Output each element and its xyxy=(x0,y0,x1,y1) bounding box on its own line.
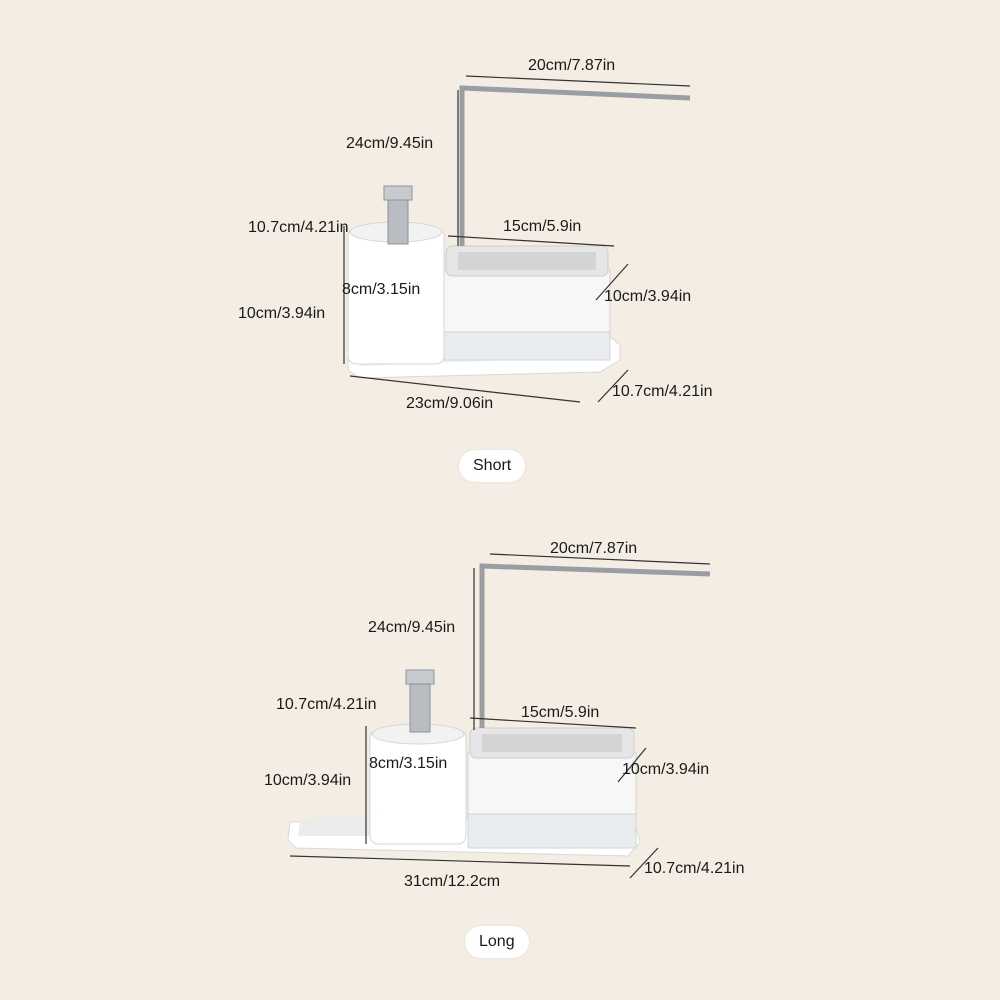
short-variant-badge: Short xyxy=(459,450,526,482)
long-rail-width-label: 20cm/7.87in xyxy=(550,540,638,557)
long-dispenser-body xyxy=(369,729,467,845)
long-sponge-box xyxy=(467,751,637,815)
short-dispenser-height-label: 10.7cm/4.21in xyxy=(248,219,349,236)
short-tray-depth-label: 10.7cm/4.21in xyxy=(612,383,713,400)
long-sponge-box-width-label: 15cm/5.9in xyxy=(521,704,600,721)
long-variant-badge: Long xyxy=(465,926,529,958)
long-towel-rail xyxy=(479,563,711,728)
short-rail-width-label: 20cm/7.87in xyxy=(528,57,616,74)
short-sponge-box-width-label: 15cm/5.9in xyxy=(503,218,582,235)
short-rail-height-label: 24cm/9.45in xyxy=(346,135,434,152)
long-dispenser-height-label: 10.7cm/4.21in xyxy=(276,696,377,713)
short-dimension-lines xyxy=(343,75,691,403)
short-sponge-box xyxy=(443,269,611,333)
short-dispenser-width-label: 8cm/3.15in xyxy=(342,281,421,298)
long-rail-height-label: 24cm/9.45in xyxy=(368,619,456,636)
long-sponge-box-clear-base xyxy=(467,807,637,849)
long-sponge-box-height-label: 10cm/3.94in xyxy=(622,761,710,778)
short-towel-rail xyxy=(459,85,691,246)
long-dispenser-pump xyxy=(409,679,431,733)
long-tray-length-label: 31cm/12.2cm xyxy=(404,873,501,890)
short-tray-length-label: 23cm/9.06in xyxy=(406,395,494,412)
long-dimension-lines xyxy=(289,553,711,879)
short-dispenser-body-height-label: 10cm/3.94in xyxy=(238,305,326,322)
short-sponge-box-height-label: 10cm/3.94in xyxy=(604,288,692,305)
long-dispenser-body-height-label: 10cm/3.94in xyxy=(264,772,352,789)
long-tray-depth-label: 10.7cm/4.21in xyxy=(644,860,745,877)
long-dispenser-width-label: 8cm/3.15in xyxy=(369,755,448,772)
